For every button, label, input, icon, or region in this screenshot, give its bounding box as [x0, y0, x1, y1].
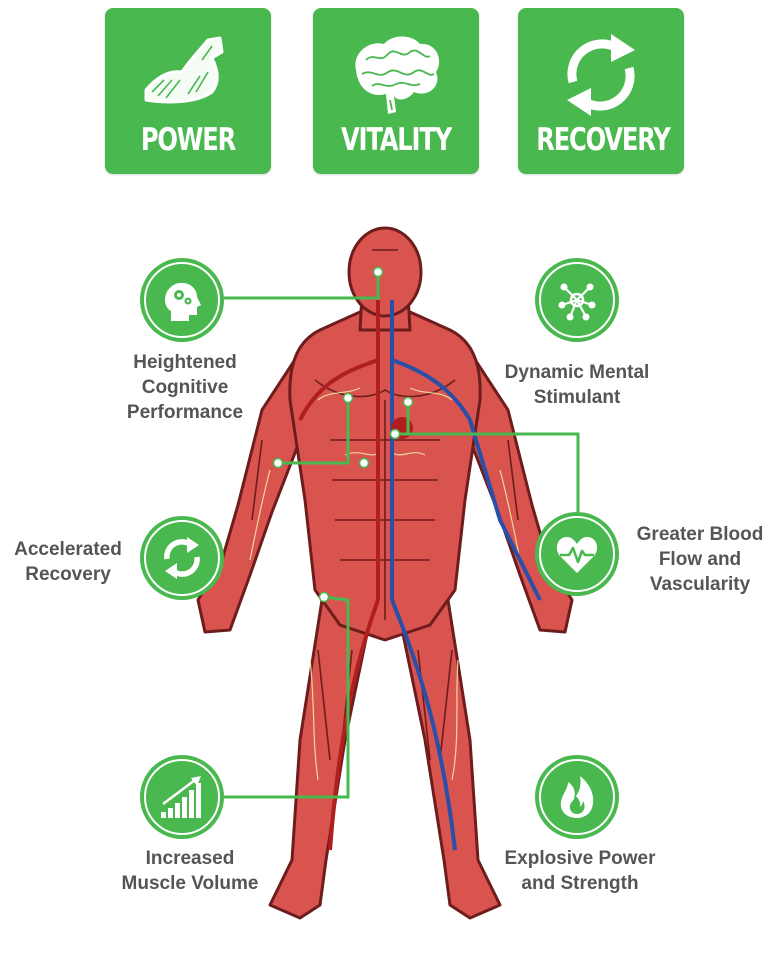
flexed-arm-icon: [144, 36, 224, 104]
brain-icon: [355, 36, 440, 114]
connector-cognitive: [224, 272, 380, 300]
connector-blood: [395, 432, 580, 512]
badge-blood: [535, 512, 619, 596]
vein-lines: [390, 300, 542, 851]
connector-recovery: [278, 398, 350, 465]
benefit-label-muscle: Increased Muscle Volume: [121, 848, 259, 894]
tile-power: POWER: [105, 8, 271, 174]
growth-bars-icon: [161, 776, 201, 818]
benefit-label-mental: Dynamic Mental Stimulant: [504, 362, 650, 408]
connector-muscle: [224, 595, 350, 799]
badge-recovery: [140, 516, 224, 600]
connector-lines: [224, 272, 580, 799]
connector-dots: [272, 266, 414, 603]
head-gears-icon: [165, 282, 201, 321]
badge-mental: [535, 258, 619, 342]
refresh-arrows-icon: [164, 537, 200, 579]
tile-recovery: RECOVERY: [518, 8, 684, 174]
benefit-label-recovery: Accelerated Recovery: [14, 539, 122, 585]
tile-label: VITALITY: [340, 122, 452, 158]
badge-cognitive: [140, 258, 224, 342]
heart-pulse-icon: [556, 537, 598, 573]
tile-vitality: VITALITY: [313, 8, 479, 174]
benefit-label-power: Explosive Power and Strength: [504, 848, 656, 894]
tile-label: RECOVERY: [536, 122, 671, 158]
network-nodes-icon: [558, 283, 596, 321]
artery-lines: [298, 300, 380, 851]
benefit-label-cognitive: Heightened Cognitive Performance: [126, 352, 244, 423]
badge-muscle: [140, 755, 224, 839]
benefit-label-blood: Greater Blood Flow and Vascularity: [636, 524, 764, 595]
tile-label: POWER: [140, 122, 236, 158]
nerve-lines: [249, 387, 521, 781]
flame-icon: [560, 776, 594, 818]
cycle-arrows-icon: [567, 34, 635, 116]
badge-power: [535, 755, 619, 839]
